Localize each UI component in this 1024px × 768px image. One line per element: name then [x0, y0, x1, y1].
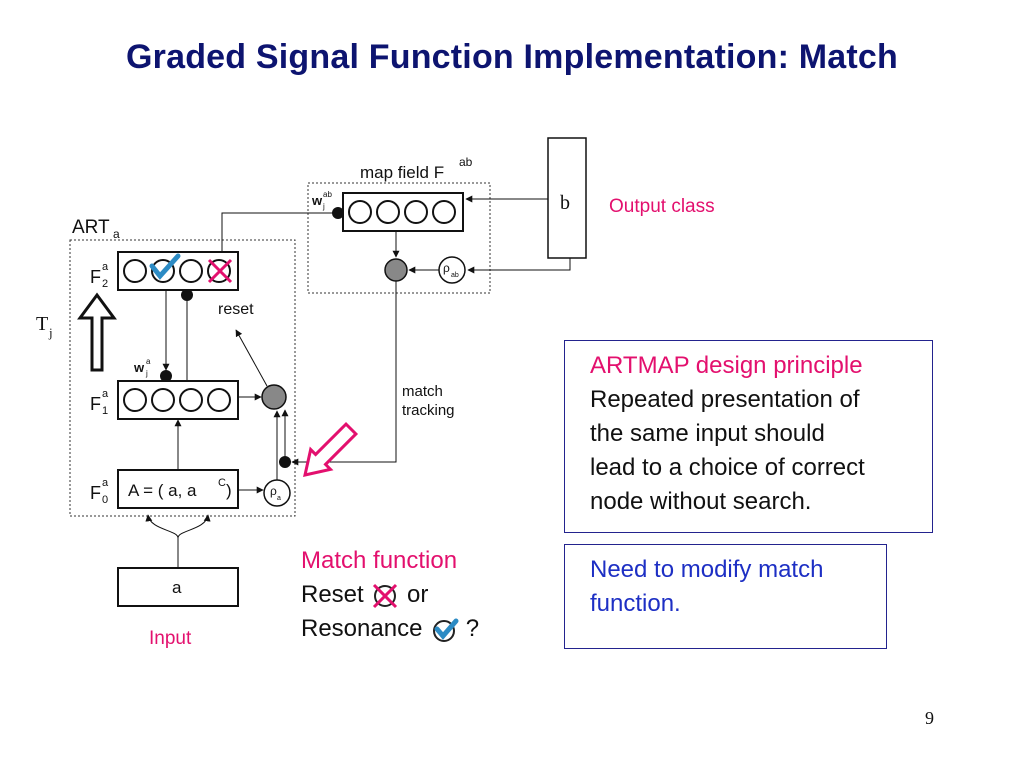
f2-sub: 2: [102, 278, 108, 290]
modify-box: Need to modify match function.: [564, 544, 887, 649]
output-class-label: Output class: [609, 196, 715, 217]
weights-f1-label: w: [133, 360, 145, 375]
modify-line-2: function.: [590, 590, 681, 617]
map-field-sup: ab: [459, 155, 473, 169]
reset-word: Reset: [301, 581, 364, 608]
reset-line: Reset or: [301, 578, 479, 612]
match-function-block: Match function Reset or Resonance ?: [301, 544, 479, 646]
rho-ab-symbol: ρ: [443, 261, 450, 275]
weights-map-sup: ab: [323, 190, 332, 199]
principle-line-2: the same input should: [590, 420, 825, 447]
f2-sup: a: [102, 261, 109, 273]
principle-heading: ARTMAP design principle: [590, 352, 863, 379]
map-gain-node: [384, 258, 408, 282]
match-tracking-line1: match: [402, 383, 443, 400]
f1-sup: a: [102, 388, 109, 400]
rho-ab-sub: ab: [451, 272, 459, 279]
weights-map-label: w: [311, 193, 323, 208]
art-a-label: ART: [72, 217, 110, 238]
reset-cross-icon: [373, 583, 398, 608]
f0-content-close: ): [226, 481, 232, 500]
f0-box: [117, 469, 239, 509]
reset-label: reset: [218, 301, 254, 318]
weights-f1-sup: a: [146, 357, 151, 366]
match-function-heading: Match function: [301, 547, 458, 574]
tj-label: T: [36, 313, 48, 335]
rho-a-node: [263, 479, 291, 507]
match-tracking-line2: tracking: [402, 402, 455, 419]
map-weight-dot: [332, 207, 344, 219]
art-a-region: [69, 239, 296, 517]
principle-line-4: node without search.: [590, 488, 812, 515]
modify-line-1: Need to modify match: [590, 556, 824, 583]
map-field-label: map field F: [360, 163, 444, 182]
input-label: Input: [149, 628, 192, 649]
rho-a-sub: a: [277, 495, 281, 502]
reset-gain-node: [261, 384, 287, 410]
resonance-check-icon: [433, 618, 459, 642]
art-a-sub: a: [113, 227, 120, 241]
f0-sub: 0: [102, 494, 108, 506]
f0-label: F: [90, 483, 101, 503]
weights-f1-sub: j: [145, 369, 148, 378]
principle-box: ARTMAP design principle Repeated present…: [564, 340, 933, 533]
f1-label: F: [90, 394, 101, 414]
f0-content: A = ( a, a: [128, 481, 197, 500]
f0-content-sup: C: [218, 477, 226, 489]
slide-title: Graded Signal Function Implementation: M…: [126, 38, 898, 76]
map-field-circles: [348, 200, 456, 224]
principle-line-3: lead to a choice of correct: [590, 454, 865, 481]
f0-sup: a: [102, 477, 109, 489]
map-field-region: [307, 182, 491, 294]
tj-arrow-icon: [77, 292, 117, 372]
input-box: [117, 567, 239, 607]
question-mark: ?: [465, 615, 480, 642]
page-number: 9: [925, 708, 934, 728]
f1-sub: 1: [102, 405, 108, 417]
tj-sub: j: [48, 325, 53, 340]
rho-a-symbol: ρ: [270, 484, 277, 498]
resonance-word: Resonance: [301, 615, 423, 642]
b-label: b: [560, 192, 570, 214]
b-box: [547, 137, 587, 259]
match-tracking-node: [279, 456, 291, 468]
or-word: or: [407, 581, 429, 608]
principle-line-1: Repeated presentation of: [590, 386, 860, 413]
cross-icon: [207, 258, 233, 284]
pink-arrow-icon: [303, 421, 359, 477]
resonance-line: Resonance ?: [301, 612, 479, 646]
input-box-label: a: [172, 578, 182, 597]
check-icon: [149, 253, 181, 280]
f2-label: F: [90, 267, 101, 287]
weights-map-sub: j: [322, 202, 325, 211]
